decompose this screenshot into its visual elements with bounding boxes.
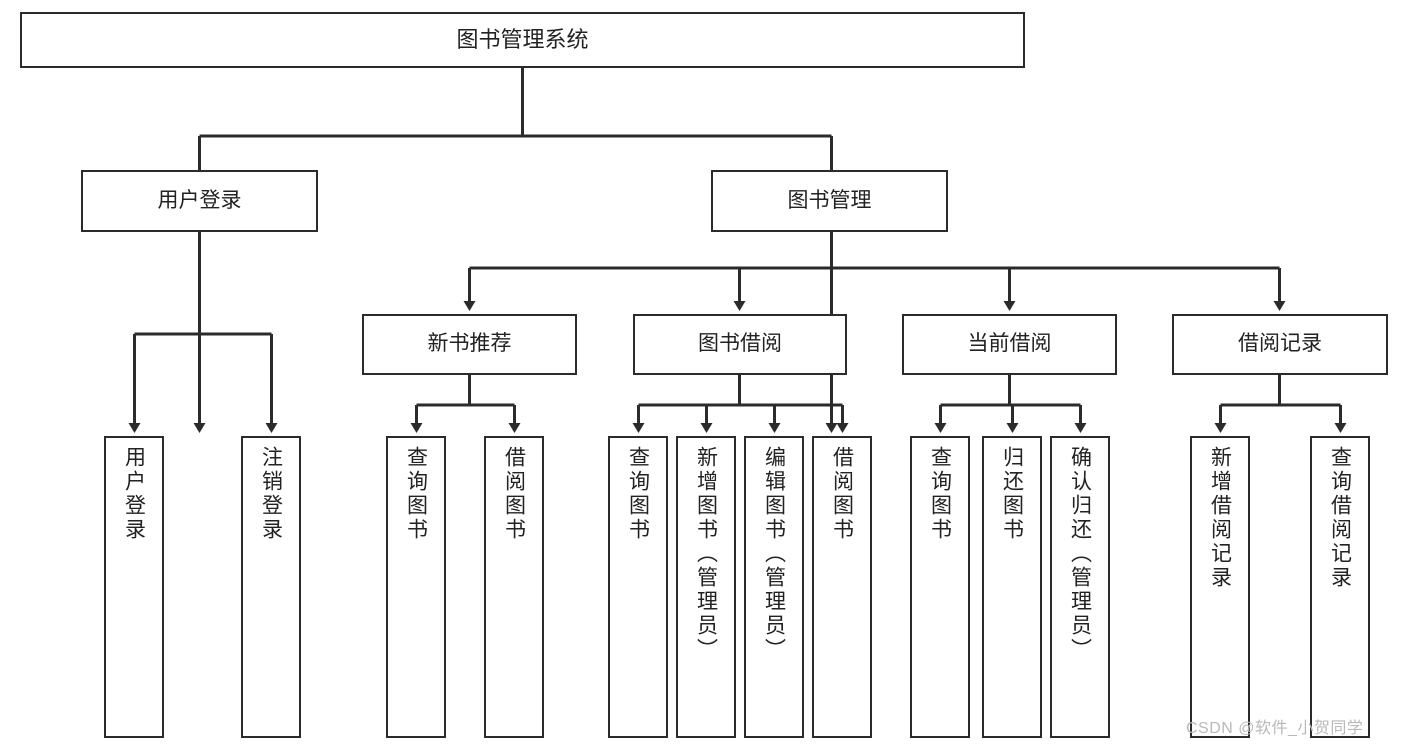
node-leaf-add-book-label: 新增图书（管理员） — [694, 446, 718, 662]
node-root-label: 图书管理系统 — [456, 27, 589, 53]
node-book-borrow-label: 图书借阅 — [698, 332, 782, 356]
node-borrow-record[interactable]: 借阅记录 — [1172, 314, 1388, 375]
node-leaf-query-record[interactable]: 查询借阅记录 — [1310, 436, 1370, 738]
node-leaf-query-book-b[interactable]: 查询图书 — [608, 436, 668, 738]
node-new-book-recommend[interactable]: 新书推荐 — [362, 314, 577, 375]
node-leaf-query-book-a[interactable]: 查询图书 — [386, 436, 446, 738]
node-leaf-logout[interactable]: 注销登录 — [241, 436, 301, 738]
node-leaf-add-book[interactable]: 新增图书（管理员） — [676, 436, 736, 738]
node-leaf-borrow-book-b-label: 借阅图书 — [830, 446, 854, 542]
node-leaf-return-book-label: 归还图书 — [1000, 446, 1024, 542]
node-leaf-add-record[interactable]: 新增借阅记录 — [1190, 436, 1250, 738]
node-leaf-edit-book-label: 编辑图书（管理员） — [762, 446, 786, 662]
node-leaf-query-book-a-label: 查询图书 — [404, 446, 428, 542]
node-leaf-query-book-b-label: 查询图书 — [626, 446, 650, 542]
node-leaf-borrow-book-a-label: 借阅图书 — [502, 446, 526, 542]
node-leaf-return-book[interactable]: 归还图书 — [982, 436, 1042, 738]
node-leaf-borrow-book-a[interactable]: 借阅图书 — [484, 436, 544, 738]
node-leaf-query-book-c-label: 查询图书 — [928, 446, 952, 542]
node-borrow-record-label: 借阅记录 — [1238, 332, 1322, 356]
node-new-book-recommend-label: 新书推荐 — [427, 332, 512, 356]
node-current-borrow[interactable]: 当前借阅 — [902, 314, 1117, 375]
node-leaf-query-record-label: 查询借阅记录 — [1328, 446, 1352, 590]
watermark-text: CSDN @软件_小贺同学 — [1186, 720, 1364, 737]
node-leaf-edit-book[interactable]: 编辑图书（管理员） — [744, 436, 804, 738]
node-leaf-add-record-label: 新增借阅记录 — [1208, 446, 1232, 590]
node-leaf-borrow-book-b[interactable]: 借阅图书 — [812, 436, 872, 738]
node-leaf-user-login-label: 用户登录 — [122, 446, 146, 542]
node-leaf-query-book-c[interactable]: 查询图书 — [910, 436, 970, 738]
node-root[interactable]: 图书管理系统 — [20, 12, 1025, 68]
node-leaf-logout-label: 注销登录 — [259, 446, 283, 542]
node-leaf-user-login[interactable]: 用户登录 — [104, 436, 164, 738]
node-leaf-confirm-return-label: 确认归还（管理员） — [1068, 446, 1092, 662]
node-book-borrow[interactable]: 图书借阅 — [633, 314, 847, 375]
node-current-borrow-label: 当前借阅 — [967, 332, 1052, 356]
node-user-login[interactable]: 用户登录 — [81, 170, 318, 232]
node-user-login-label: 用户登录 — [157, 188, 242, 212]
node-leaf-confirm-return[interactable]: 确认归还（管理员） — [1050, 436, 1110, 738]
node-book-management[interactable]: 图书管理 — [711, 170, 948, 232]
node-book-management-label: 图书管理 — [787, 188, 872, 212]
